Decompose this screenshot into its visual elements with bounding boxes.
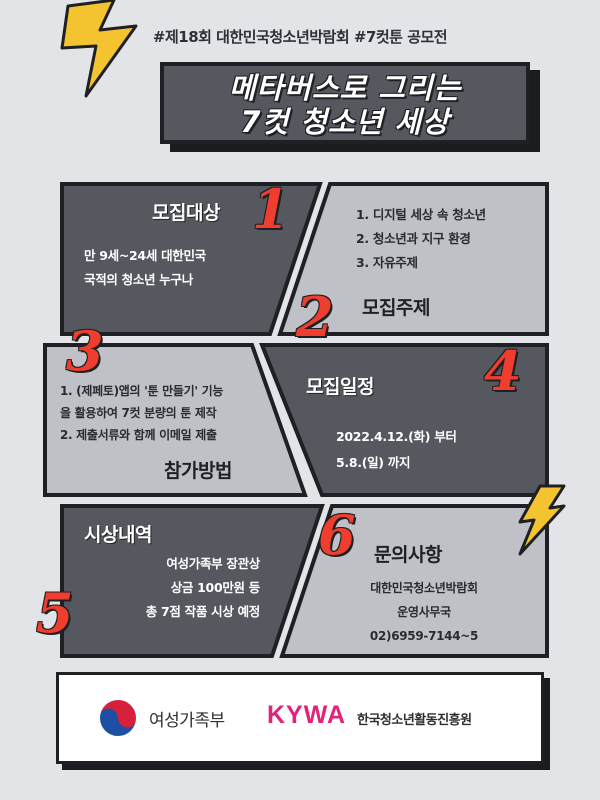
panel-4-heading: 모집일정 bbox=[306, 376, 374, 398]
panel-5-heading: 시상내역 bbox=[84, 524, 152, 546]
panel-3-body: 1. (제페토)앱의 '툰 만들기' 기능 을 활용하여 7컷 분량의 툰 제작… bbox=[60, 384, 224, 442]
panel-1-shape bbox=[60, 182, 323, 336]
taegeuk-emblem-icon bbox=[98, 698, 138, 738]
panel-3-heading: 참가방법 bbox=[164, 460, 232, 482]
panel-6-heading: 문의사항 bbox=[374, 544, 442, 566]
lightning-bolt-icon bbox=[60, 0, 138, 98]
title-box: 메타버스로 그리는 7컷 청소년 세상 bbox=[160, 62, 530, 144]
panel-5-body: 여성가족부 장관상 상금 100만원 등 총 7점 작품 시상 예정 bbox=[145, 556, 261, 619]
panel-6-shape bbox=[279, 504, 549, 658]
title-line-2: 7컷 청소년 세상 bbox=[240, 105, 450, 139]
panel-1-body: 만 9세~24세 대한민국 국적의 청소년 누구나 bbox=[84, 248, 206, 287]
panel-6-number: 6 bbox=[318, 503, 356, 567]
panel-6-body: 대한민국청소년박람회 운영사무국 02)6959-7144~5 bbox=[369, 581, 479, 643]
panel-4-body: 2022.4.12.(화) 부터 5.8.(일) 까지 bbox=[336, 429, 457, 470]
panel-3-number: 3 bbox=[66, 319, 104, 383]
panel-5-number: 5 bbox=[36, 581, 74, 645]
title-line-1: 메타버스로 그리는 bbox=[228, 71, 462, 105]
panel-3-shape bbox=[43, 343, 308, 497]
kywa-name: 한국청소년활동진흥원 bbox=[357, 713, 472, 728]
footer-logos: 여성가족부 KYWA 한국청소년활동진흥원 bbox=[56, 672, 544, 764]
ministry-name: 여성가족부 bbox=[149, 711, 225, 731]
panel-2-heading: 모집주제 bbox=[362, 297, 430, 319]
panel-2-shape bbox=[277, 182, 549, 336]
panel-5-shape bbox=[60, 504, 325, 658]
panel-1-heading: 모집대상 bbox=[152, 202, 220, 224]
kywa-logo: KYWA bbox=[267, 701, 346, 729]
hashtags: #제18회 대한민국청소년박람회 #7컷툰 공모전 bbox=[152, 28, 448, 46]
panel-2-number: 2 bbox=[296, 285, 334, 349]
panel-4-number: 4 bbox=[484, 339, 522, 403]
panel-1-number: 1 bbox=[252, 177, 290, 241]
lightning-bolt-icon bbox=[518, 484, 566, 556]
panel-2-body: 1. 디지털 세상 속 청소년 2. 청소년과 지구 환경 3. 자유주제 bbox=[356, 207, 486, 270]
